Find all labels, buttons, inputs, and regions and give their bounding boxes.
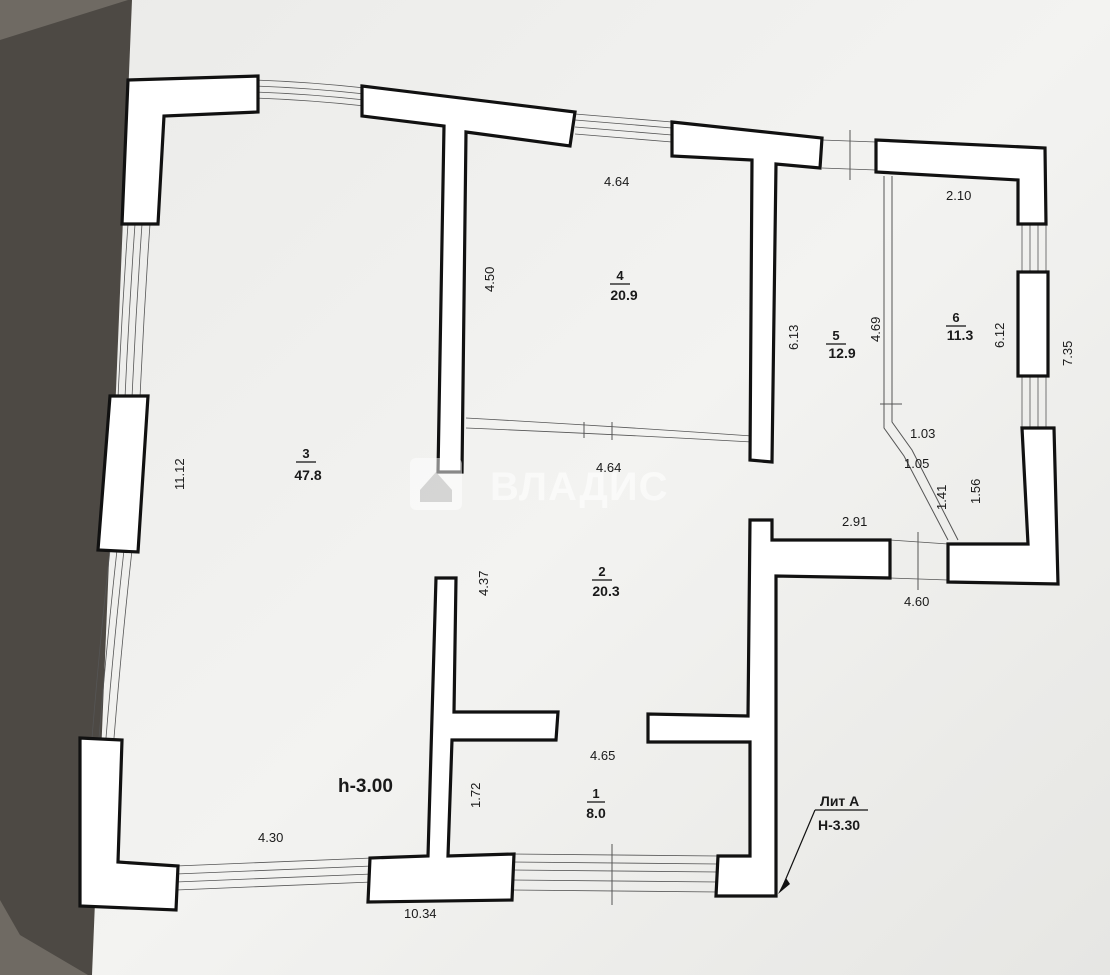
room-6-label: 6 11.3 bbox=[946, 310, 973, 343]
dim-room3-left: 11.12 bbox=[172, 458, 187, 490]
door-top-right bbox=[821, 130, 877, 180]
room-area: 11.3 bbox=[947, 327, 974, 343]
window-top-left bbox=[254, 79, 366, 107]
room-area: 47.8 bbox=[294, 467, 321, 483]
watermark: ВЛАДИС bbox=[410, 458, 668, 510]
window-bottom-left bbox=[175, 857, 373, 891]
wall-top-mid-t bbox=[670, 120, 824, 464]
ceiling-height: h-3.00 bbox=[338, 776, 393, 797]
room-area: 8.0 bbox=[586, 805, 606, 821]
dim-105: 1.05 bbox=[904, 456, 929, 471]
window-right-lower bbox=[1021, 376, 1047, 430]
dim-291: 2.91 bbox=[842, 514, 867, 529]
watermark-text: ВЛАДИС bbox=[490, 465, 668, 509]
wall-top-right-corner bbox=[874, 138, 1048, 226]
room-number: 2 bbox=[598, 564, 605, 579]
window-left-lower bbox=[91, 549, 133, 739]
window-right-upper bbox=[1021, 222, 1047, 274]
partition-room4-bottom bbox=[465, 417, 753, 443]
dim-outer-bottom: 10.34 bbox=[404, 906, 437, 921]
dim-room6-right: 6.12 bbox=[992, 323, 1007, 348]
room-1-label: 1 8.0 bbox=[586, 786, 606, 821]
dim-room2-left: 4.37 bbox=[476, 571, 491, 596]
wall-bottom-right bbox=[646, 518, 892, 898]
room-area: 20.9 bbox=[610, 287, 637, 303]
dim-room5-right: 4.69 bbox=[868, 317, 883, 342]
dim-outer-right: 7.35 bbox=[1060, 341, 1075, 366]
window-bottom-mid bbox=[511, 844, 719, 905]
dim-room2-top: 4.64 bbox=[596, 460, 621, 475]
door-right-bottom bbox=[889, 532, 949, 590]
room-area: 12.9 bbox=[828, 345, 855, 361]
wall-right-lower-corner bbox=[946, 426, 1060, 586]
paper-sheet-page bbox=[92, 0, 1110, 975]
wall-top-left-corner bbox=[120, 74, 260, 226]
wall-left-pillar bbox=[96, 394, 150, 554]
lit-label: Лит А bbox=[820, 793, 859, 809]
dim-room5-left: 6.13 bbox=[786, 325, 801, 350]
dim-room1-left: 1.72 bbox=[468, 783, 483, 808]
wall-bottom-left-t bbox=[366, 576, 560, 904]
room-5-label: 5 12.9 bbox=[826, 328, 856, 361]
dim-103: 1.03 bbox=[910, 426, 935, 441]
lit-height: Н-3.30 bbox=[818, 817, 860, 833]
partition-room5-room6 bbox=[880, 176, 959, 541]
dim-room1-top: 4.65 bbox=[590, 748, 615, 763]
room-number: 5 bbox=[832, 328, 839, 343]
room-number: 1 bbox=[592, 786, 599, 801]
dim-room6-top: 2.10 bbox=[946, 188, 971, 203]
dim-room3-bottom: 4.30 bbox=[258, 830, 283, 845]
room-number: 6 bbox=[952, 310, 959, 325]
dim-top-room4: 4.64 bbox=[604, 174, 629, 189]
window-top-mid bbox=[574, 113, 673, 143]
dim-141: 1.41 bbox=[934, 485, 949, 510]
room-4-label: 4 20.9 bbox=[610, 268, 638, 303]
dim-460: 4.60 bbox=[904, 594, 929, 609]
window-left-upper bbox=[117, 223, 151, 399]
lit-a-pointer bbox=[778, 809, 868, 894]
wall-right-pillar bbox=[1016, 270, 1050, 378]
room-number: 4 bbox=[616, 268, 624, 283]
wall-bottom-left-corner bbox=[78, 736, 180, 912]
room-area: 20.3 bbox=[592, 583, 619, 599]
room-3-label: 3 47.8 bbox=[294, 446, 321, 483]
room-2-label: 2 20.3 bbox=[592, 564, 620, 599]
dim-156: 1.56 bbox=[968, 479, 983, 504]
room-number: 3 bbox=[302, 446, 309, 461]
dim-room4-left: 4.50 bbox=[482, 267, 497, 292]
